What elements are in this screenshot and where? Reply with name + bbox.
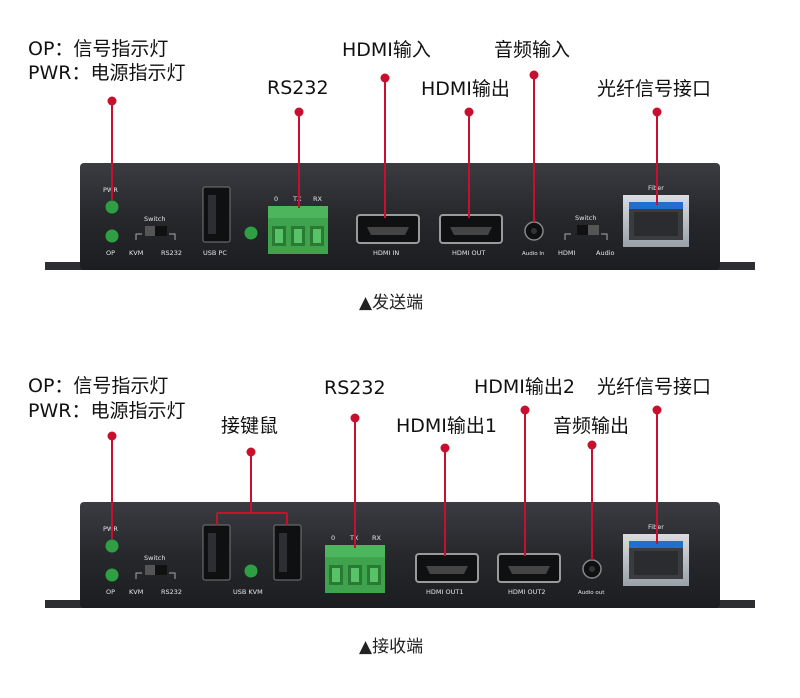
receiver-hdmi-out1-callout: HDMI输出1: [396, 415, 498, 437]
receiver-rs232-callout: RS232: [324, 377, 386, 399]
receiver-hdmi-out1-port[interactable]: [415, 553, 479, 583]
receiver-hdmi-out2-port[interactable]: [497, 553, 561, 583]
receiver-hdmi-out2-callout: HDMI输出2: [474, 376, 576, 398]
receiver-op-led: [105, 568, 119, 582]
sender-term-0: 0: [274, 195, 278, 203]
sender-op-led: [105, 229, 119, 243]
receiver-usb-kvm-port-1[interactable]: [202, 524, 231, 581]
receiver-status-led: [244, 564, 258, 578]
receiver-term-rx: RX: [372, 534, 382, 542]
sender-hdmi-out-port[interactable]: [439, 214, 503, 244]
sender-term-tx: TX: [292, 195, 302, 203]
receiver-device: PWR OP Switch KVM RS232 USB KVM 0 TX RX: [45, 502, 755, 608]
sender-hdmi-in-callout: HDMI输入: [342, 39, 431, 61]
sender-switch2-label: Switch: [575, 214, 597, 222]
sender-hdmi-out-callout: HDMI输出: [421, 78, 510, 100]
receiver-rs232-label: RS232: [161, 588, 182, 596]
receiver-audio-out-label: Audio out: [578, 590, 605, 596]
receiver-hdmi-out2-label: HDMI OUT2: [508, 588, 545, 596]
sender-hdmi-label: HDMI: [558, 249, 576, 257]
receiver-caption: ▲接收端: [359, 637, 424, 657]
sender-callout-lines: [107, 70, 662, 222]
sender-fiber-callout: 光纤信号接口: [597, 78, 712, 100]
sender-rs232-terminal[interactable]: [268, 206, 328, 254]
sender-caption: ▲发送端: [359, 293, 424, 313]
sender-device: PWR OP Switch KVM RS232 USB PC 0 TX RX H…: [45, 163, 755, 270]
sender-usb-pc-label: USB PC: [203, 249, 227, 257]
sender-mode-switch[interactable]: [145, 226, 167, 236]
sender-rs232-label: RS232: [161, 249, 182, 257]
sender-hdmi-in-label: HDMI IN: [373, 249, 399, 257]
receiver-audio-out-callout: 音频输出: [553, 415, 630, 437]
sender-audio-in-label: Audio In: [522, 251, 545, 257]
receiver-usb-kvm-label: USB KVM: [233, 588, 263, 596]
sender-status-led: [244, 226, 258, 240]
sender-pwr-label: PWR: [103, 186, 118, 194]
receiver-pwr-callout: PWR：电源指示灯: [28, 400, 186, 422]
receiver-kvm-label: KVM: [129, 588, 143, 596]
receiver-switch-label: Switch: [144, 554, 166, 562]
receiver-op-label: OP: [106, 588, 115, 596]
sender-op-label: OP: [106, 249, 115, 257]
receiver-mode-switch[interactable]: [145, 565, 167, 575]
receiver-hdmi-out1-label: HDMI OUT1: [426, 588, 463, 596]
receiver-fiber-callout: 光纤信号接口: [597, 376, 712, 398]
receiver-usb-kvm-port-2[interactable]: [273, 524, 302, 581]
sender-audio-label: Audio: [596, 249, 614, 257]
sender-op-callout: OP：信号指示灯: [28, 38, 169, 60]
sender-hdmi-out-label: HDMI OUT: [452, 249, 485, 257]
receiver-pwr-label: PWR: [103, 525, 118, 533]
sender-audio-in-callout: 音频输入: [494, 39, 571, 61]
sender-pwr-led: [105, 200, 119, 214]
sender-switch-label: Switch: [144, 215, 166, 223]
sender-pwr-callout: PWR：电源指示灯: [28, 62, 186, 84]
receiver-term-tx: TX: [349, 534, 359, 542]
receiver-rs232-terminal[interactable]: [325, 545, 385, 593]
receiver-pwr-led: [105, 539, 119, 553]
receiver-kb-mouse-callout: 接键鼠: [221, 415, 279, 437]
sender-term-rx: RX: [313, 195, 323, 203]
receiver-op-callout: OP：信号指示灯: [28, 375, 169, 397]
sender-rs232-callout: RS232: [267, 77, 329, 99]
sender-usb-pc-port[interactable]: [202, 186, 231, 243]
receiver-term-0: 0: [331, 534, 335, 542]
sender-kvm-label: KVM: [129, 249, 143, 257]
receiver-callout-lines: [107, 405, 662, 560]
sender-hdmi-in-port[interactable]: [356, 214, 420, 244]
